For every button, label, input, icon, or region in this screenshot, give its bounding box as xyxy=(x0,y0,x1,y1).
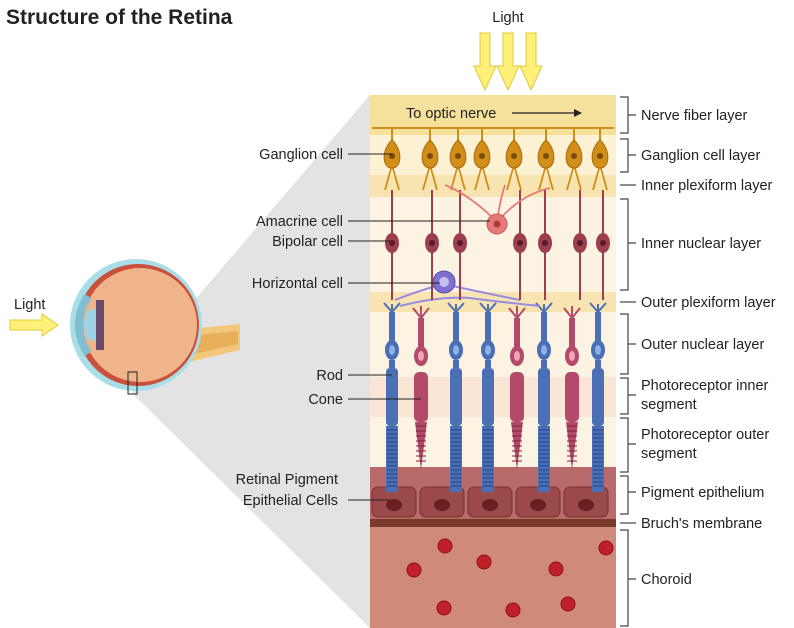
layer-inner-plexiform: Inner plexiform layer xyxy=(641,178,773,194)
layer-inner-segment-line2: segment xyxy=(641,397,697,413)
bipolar-cell-label: Bipolar cell xyxy=(272,234,343,250)
cone-label: Cone xyxy=(308,392,343,408)
layer-outer-plexiform: Outer plexiform layer xyxy=(641,295,776,311)
rod-label: Rod xyxy=(316,368,343,384)
layer-ganglion-cell: Ganglion cell layer xyxy=(641,148,760,164)
layer-inner-segment-line1: Photoreceptor inner xyxy=(641,378,769,394)
rpe-label-line1: Retinal Pigment xyxy=(236,472,338,488)
layer-bruchs-membrane: Bruch's membrane xyxy=(641,516,762,532)
layer-nerve-fiber: Nerve fiber layer xyxy=(641,108,748,124)
layer-brackets xyxy=(620,97,636,626)
layer-choroid: Choroid xyxy=(641,572,692,588)
light-left-arrow xyxy=(10,314,58,336)
layer-outer-segment-line1: Photoreceptor outer xyxy=(641,427,769,443)
light-left-label: Light xyxy=(14,297,45,313)
rpe-label-line2: Epithelial Cells xyxy=(243,493,338,509)
ganglion-cell-label: Ganglion cell xyxy=(259,147,343,163)
layer-outer-nuclear: Outer nuclear layer xyxy=(641,337,764,353)
light-top-label: Light xyxy=(492,10,523,26)
light-top-arrows xyxy=(474,33,542,90)
amacrine-cell-label: Amacrine cell xyxy=(256,214,343,230)
layer-outer-segment-line2: segment xyxy=(641,446,697,462)
layer-pigment-epithelium: Pigment epithelium xyxy=(641,485,764,501)
layer-inner-nuclear: Inner nuclear layer xyxy=(641,236,761,252)
optic-nerve-label: To optic nerve xyxy=(406,106,496,122)
retina-panel xyxy=(370,95,616,628)
horizontal-cell-label: Horizontal cell xyxy=(252,276,343,292)
